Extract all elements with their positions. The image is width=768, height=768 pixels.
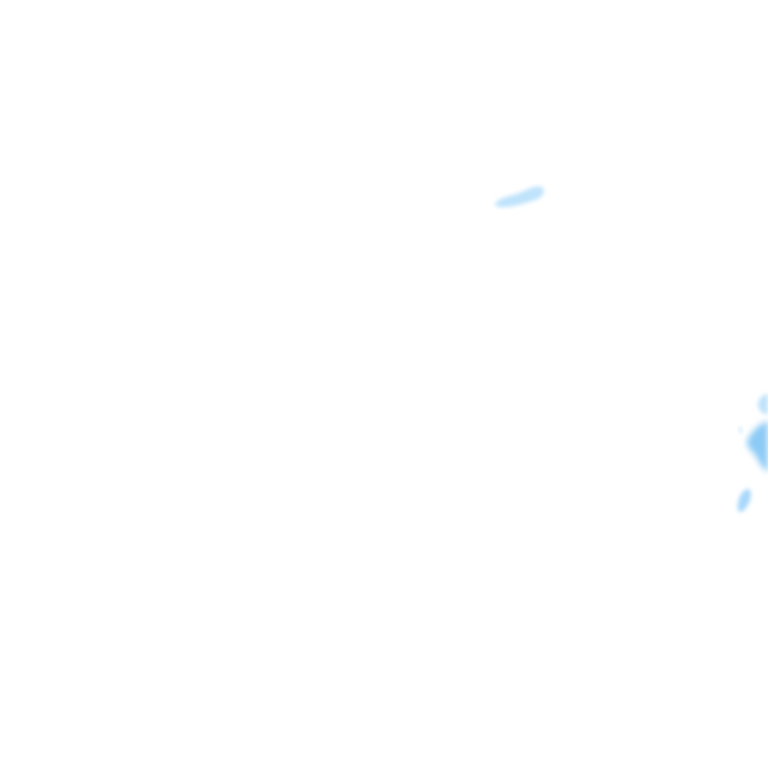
water-patch-east-main bbox=[746, 421, 768, 472]
water-patch-north bbox=[495, 186, 544, 208]
water-patch-east-lower bbox=[737, 489, 751, 512]
water-patch-east-speck bbox=[739, 426, 742, 434]
water-patch-east-upper bbox=[758, 394, 768, 415]
